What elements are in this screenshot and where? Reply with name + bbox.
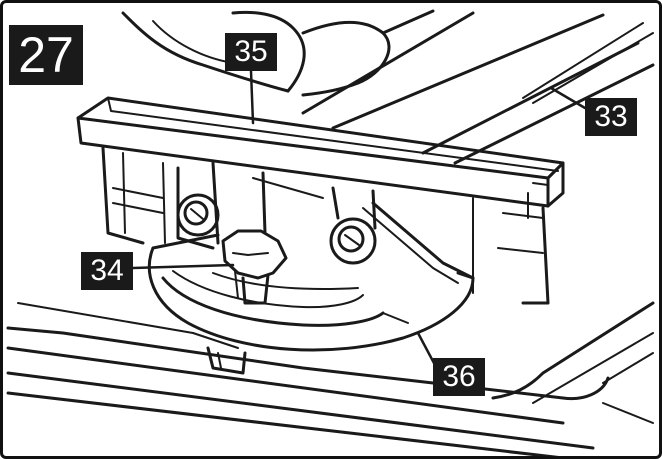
leader-36 — [416, 331, 437, 367]
guide-bar-rails — [6, 301, 655, 456]
miter-fence — [76, 96, 565, 219]
miter-gauge-illustration — [6, 9, 655, 456]
fence-face — [101, 146, 550, 305]
leader-lines — [131, 69, 587, 367]
leader-35 — [249, 69, 255, 125]
table-surface — [301, 11, 655, 165]
gauge-body — [176, 161, 475, 284]
figure-number-badge: 27 — [9, 25, 83, 85]
leader-34 — [131, 263, 235, 270]
left-bolt — [176, 193, 220, 237]
callout-33-badge: 33 — [585, 98, 637, 136]
callout-36-badge: 36 — [433, 358, 485, 396]
callout-35-badge: 35 — [225, 33, 277, 71]
callout-34-badge: 34 — [81, 252, 133, 290]
locking-knob — [221, 229, 288, 305]
leader-33 — [549, 86, 587, 110]
hand-outline — [121, 9, 435, 97]
protractor-plate — [147, 233, 475, 352]
right-bolt — [329, 217, 377, 265]
